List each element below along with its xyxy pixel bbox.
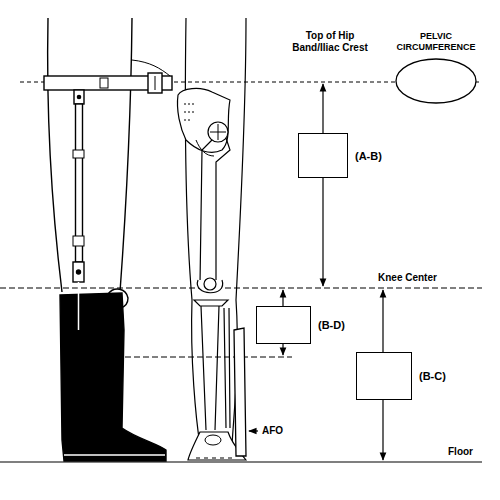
- kafo-leg-part: [155, 76, 156, 90]
- kafo-leg-part: [73, 262, 84, 282]
- kafo-leg-part: [64, 454, 165, 456]
- ellipse-outline: [395, 58, 477, 104]
- kafo-leg-part: [77, 95, 80, 98]
- dimension-label: (B-C): [419, 370, 446, 383]
- reference-lines-part: [125, 357, 292, 358]
- kafo-leg-part: [60, 293, 166, 461]
- skeleton-leg-part: [218, 124, 219, 140]
- skeleton-leg-part: [201, 306, 219, 430]
- measurement-box: (B-C): [356, 352, 412, 400]
- skeleton-leg-part: [216, 138, 230, 284]
- reference-lines-part: [0, 287, 482, 288]
- kafo-leg-part: [78, 282, 80, 330]
- kafo-leg: [44, 18, 172, 461]
- dimension-label: (B-D): [318, 319, 345, 332]
- dimension-label: (A-B): [355, 149, 382, 162]
- skeleton-leg-part: [234, 328, 246, 456]
- kafo-leg-part: [100, 78, 108, 88]
- dimension-arrows-part: [249, 430, 258, 431]
- reference-label: Knee Center: [378, 272, 437, 284]
- skeleton-leg-part: [196, 140, 214, 156]
- kafo-leg-part: [73, 150, 84, 158]
- pelvic-circumference-ellipse: PELVIC CIRCUMFERENCE: [395, 58, 477, 104]
- kafo-leg-part: [148, 73, 162, 93]
- skeleton-leg-part: [208, 122, 228, 142]
- skeleton-leg-part: [177, 88, 230, 152]
- skeleton-leg-part: [194, 300, 228, 306]
- skeleton-leg-part: [185, 18, 200, 445]
- skeleton-leg-part: [204, 278, 216, 290]
- skeleton-leg-part: [200, 140, 212, 284]
- reference-lines: [0, 82, 482, 462]
- kafo-leg-part: [77, 270, 81, 274]
- measurement-box: (B-D): [256, 306, 311, 344]
- skeleton-leg-part: [224, 308, 230, 428]
- skeleton-leg: [177, 18, 246, 460]
- kafo-leg-part: [74, 90, 84, 104]
- skeleton-leg-part: [184, 104, 196, 120]
- reference-label: Top of Hip Band/Iliac Crest: [284, 30, 376, 54]
- ellipse-outline: [396, 59, 476, 103]
- measurement-box: (A-B): [298, 133, 348, 178]
- part-label: AFO: [262, 425, 283, 437]
- dimension-arrows-part: [322, 84, 323, 286]
- heading-text: PELVIC CIRCUMFERENCE: [388, 31, 484, 52]
- kafo-leg-part: [48, 18, 62, 292]
- skeleton-leg-part: [205, 435, 221, 445]
- reference-label: Floor: [448, 446, 473, 458]
- kafo-leg-part: [73, 236, 84, 246]
- kafo-leg-part: [120, 18, 132, 292]
- dimension-arrows: [249, 84, 383, 460]
- skeleton-leg-part: [196, 458, 232, 459]
